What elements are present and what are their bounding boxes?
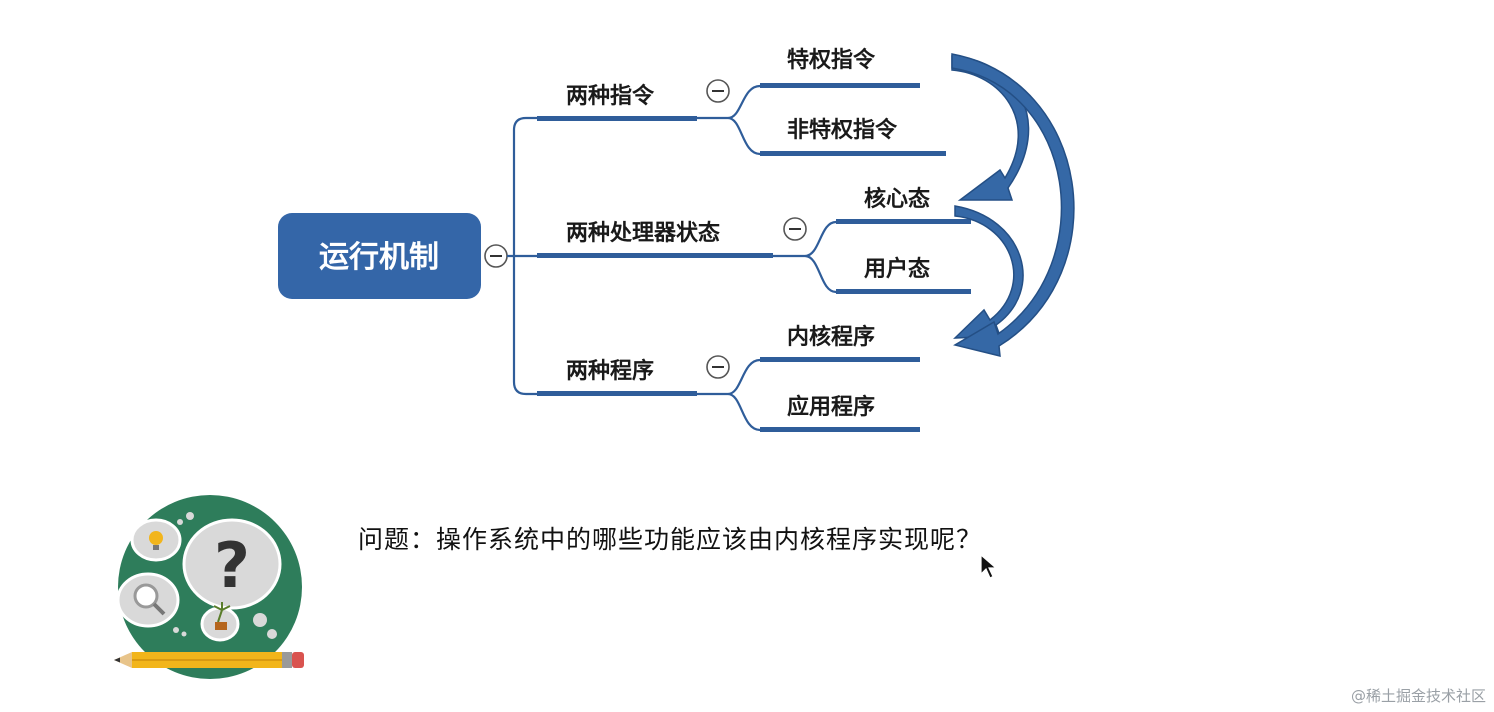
leaf-user-mode-label: 用户态 bbox=[864, 256, 930, 282]
branch-programs-label: 两种程序 bbox=[566, 358, 654, 384]
branch-instructions[interactable]: 两种指令 bbox=[537, 83, 697, 121]
leaf-privileged-instruction[interactable]: 特权指令 bbox=[760, 47, 920, 88]
root-collapse-icon[interactable] bbox=[484, 244, 508, 268]
leaf-kernel-mode[interactable]: 核心态 bbox=[836, 186, 971, 224]
leaf-kernel-program-label: 内核程序 bbox=[787, 324, 875, 350]
leaf-application-program-label: 应用程序 bbox=[787, 394, 875, 420]
branch-instructions-collapse-icon[interactable] bbox=[706, 79, 730, 103]
arrow-kernel-mode-to-kernel-program-icon bbox=[953, 205, 1024, 339]
branch-processor-states-collapse-icon[interactable] bbox=[783, 217, 807, 241]
mindmap-diagram: 运行机制 两种指令 特权指令 非特权指令 两种处理器状态 核心态 用户态 bbox=[278, 47, 1075, 432]
leaf-application-program[interactable]: 应用程序 bbox=[760, 394, 920, 432]
leaf-nonprivileged-instruction-label: 非特权指令 bbox=[787, 117, 898, 143]
leaf-kernel-mode-label: 核心态 bbox=[864, 186, 930, 212]
root-trunk-link bbox=[507, 116, 537, 396]
branch-instructions-link bbox=[697, 84, 761, 156]
branch-instructions-label: 两种指令 bbox=[566, 83, 655, 109]
watermark: @稀土掘金技术社区 bbox=[1350, 687, 1486, 705]
leaf-kernel-program[interactable]: 内核程序 bbox=[760, 324, 920, 362]
branch-processor-states-link bbox=[773, 220, 837, 294]
arrow-outer-to-kernel-program-icon bbox=[951, 53, 1075, 357]
branch-programs-link bbox=[697, 358, 761, 432]
thinking-illustration-icon: ? bbox=[114, 495, 304, 679]
root-label: 运行机制 bbox=[319, 240, 439, 275]
branch-processor-states-label: 两种处理器状态 bbox=[566, 220, 720, 246]
leaf-nonprivileged-instruction[interactable]: 非特权指令 bbox=[760, 117, 946, 156]
leaf-user-mode[interactable]: 用户态 bbox=[836, 256, 971, 294]
leaf-privileged-instruction-label: 特权指令 bbox=[787, 47, 876, 73]
branch-programs-collapse-icon[interactable] bbox=[706, 355, 730, 379]
svg-text:?: ? bbox=[214, 529, 250, 602]
branch-programs[interactable]: 两种程序 bbox=[537, 358, 697, 396]
mouse-cursor-icon bbox=[980, 554, 998, 579]
branch-processor-states[interactable]: 两种处理器状态 bbox=[537, 220, 773, 258]
root-node[interactable]: 运行机制 bbox=[278, 213, 481, 299]
question-text: 问题：操作系统中的哪些功能应该由内核程序实现呢？ bbox=[358, 525, 983, 554]
